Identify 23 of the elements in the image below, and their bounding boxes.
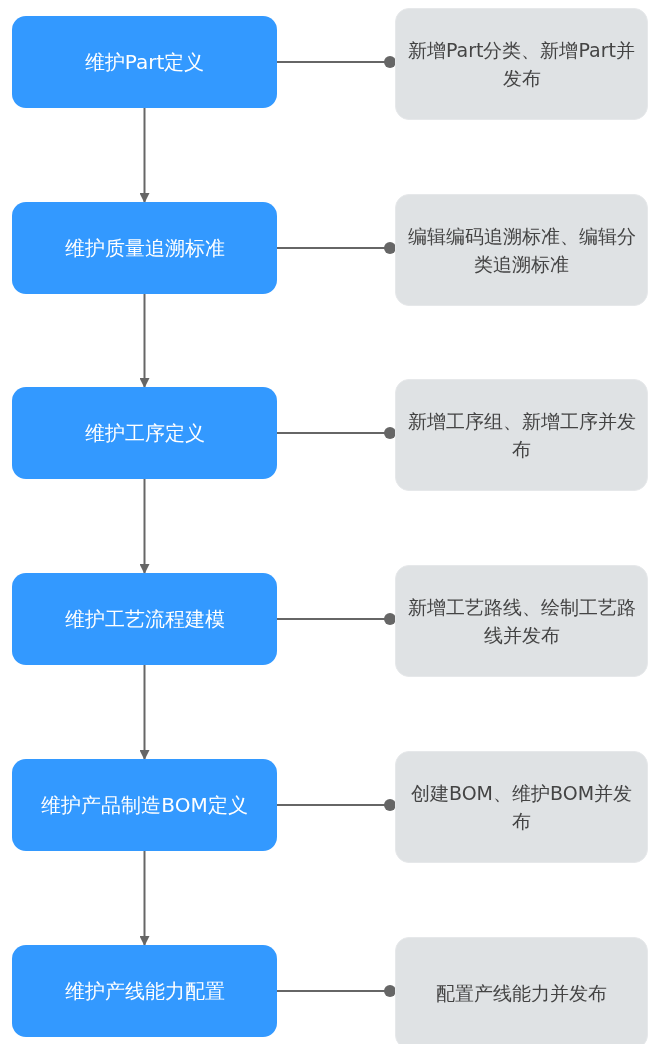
process-box: 维护工序定义 xyxy=(12,387,277,479)
arrow xyxy=(139,478,150,574)
connector-line xyxy=(276,427,396,439)
process-box: 维护工艺流程建模 xyxy=(12,573,277,665)
arrow xyxy=(139,850,150,946)
task-box: 新增工艺路线、绘制工艺路线并发布 xyxy=(395,565,648,677)
connector-line xyxy=(276,985,396,997)
arrow xyxy=(139,107,150,203)
process-box: 维护Part定义 xyxy=(12,16,277,108)
task-box: 配置产线能力并发布 xyxy=(395,937,648,1044)
arrow xyxy=(139,293,150,388)
process-box: 维护质量追溯标准 xyxy=(12,202,277,294)
connector-line xyxy=(276,242,396,254)
task-box: 创建BOM、维护BOM并发布 xyxy=(395,751,648,863)
process-box: 维护产线能力配置 xyxy=(12,945,277,1037)
task-box: 编辑编码追溯标准、编辑分类追溯标准 xyxy=(395,194,648,306)
task-box: 新增Part分类、新增Part并发布 xyxy=(395,8,648,120)
task-box: 新增工序组、新增工序并发布 xyxy=(395,379,648,491)
connector-line xyxy=(276,613,396,625)
connector-line xyxy=(276,799,396,811)
connector-line xyxy=(276,56,396,68)
process-box: 维护产品制造BOM定义 xyxy=(12,759,277,851)
arrow xyxy=(139,664,150,760)
